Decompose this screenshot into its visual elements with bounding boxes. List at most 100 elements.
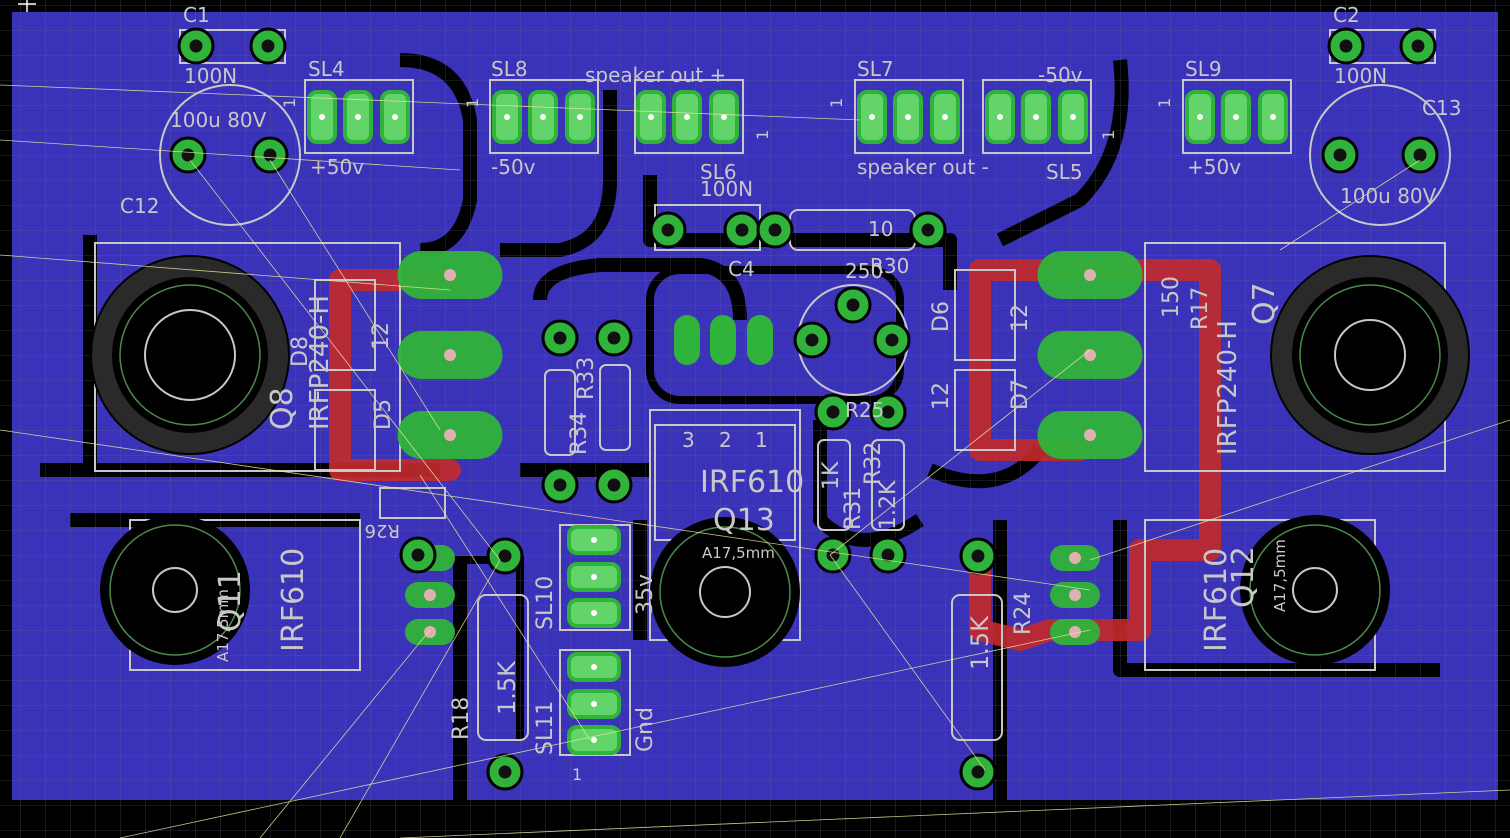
drill-hole	[591, 701, 597, 707]
drill-hole	[424, 589, 436, 601]
label-q12: Q12	[1226, 546, 1261, 608]
pad[interactable]	[747, 315, 773, 365]
drill-hole	[1084, 269, 1096, 281]
pad[interactable]	[710, 315, 736, 365]
label-c2-val: 100N	[1334, 64, 1387, 88]
label-c2: C2	[1333, 3, 1360, 27]
drill-hole	[1270, 114, 1276, 120]
drill-hole	[1084, 429, 1096, 441]
drill-hole	[942, 114, 948, 120]
drill-hole	[721, 114, 727, 120]
drill-hole	[735, 223, 749, 237]
drill-hole	[591, 537, 597, 543]
label-r34: R34	[567, 412, 592, 455]
label-q7-val: IRFP240-H	[1213, 320, 1243, 455]
label-r24: R24	[1011, 592, 1036, 635]
drill-hole	[869, 114, 875, 120]
drill-hole	[1413, 148, 1427, 162]
hole-q8	[90, 255, 290, 455]
label-r18-val: 1.5K	[493, 660, 521, 715]
drill-hole	[997, 114, 1003, 120]
pads[interactable]	[169, 27, 1439, 791]
label-d7: D7	[1008, 379, 1033, 410]
label-d6: D6	[929, 301, 954, 332]
drill-hole	[1069, 552, 1081, 564]
drill-hole	[392, 114, 398, 120]
label-r31: R31	[841, 487, 866, 530]
drill-hole	[444, 429, 456, 441]
drill-hole	[498, 549, 512, 563]
drill-hole	[971, 549, 985, 563]
drill-hole	[684, 114, 690, 120]
drill-hole	[1197, 114, 1203, 120]
svg-text:1: 1	[463, 98, 482, 108]
label-sl5-val: -50v	[1038, 63, 1083, 87]
drill-hole	[261, 39, 275, 53]
drill-hole	[1069, 626, 1081, 638]
label-r26: R26	[365, 520, 400, 541]
label-c13-val: 100u 80V	[1340, 184, 1437, 208]
label-d-12-rb: 12	[929, 382, 954, 410]
drill-hole	[826, 405, 840, 419]
label-q13-val: IRF610	[700, 465, 804, 500]
pad[interactable]	[674, 315, 700, 365]
label-d-12-rt: 12	[1008, 304, 1033, 332]
drill-hole	[504, 114, 510, 120]
label-c12: C12	[120, 194, 159, 218]
drill-hole	[355, 114, 361, 120]
hole-q12	[1240, 515, 1390, 665]
drill-hole	[921, 223, 935, 237]
label-r30: R30	[870, 254, 909, 278]
label-q13-pin1: 1	[755, 428, 768, 452]
label-r30-val: 10	[868, 217, 893, 241]
svg-text:1: 1	[827, 98, 846, 108]
svg-text:1: 1	[753, 130, 772, 140]
label-sl10: SL10	[533, 576, 558, 630]
label-d8: D8	[288, 336, 313, 367]
drill-hole	[444, 349, 456, 361]
label-r33: R33	[574, 357, 599, 400]
label-r25: R25	[845, 398, 884, 422]
drill-hole	[1411, 39, 1425, 53]
svg-text:1: 1	[1155, 98, 1174, 108]
label-sl4: SL4	[308, 57, 345, 81]
mounting-holes	[90, 255, 1470, 667]
svg-text:1: 1	[572, 765, 582, 784]
origin-cross-icon	[18, 0, 36, 12]
airwires	[0, 84, 1510, 838]
drill-hole	[1233, 114, 1239, 120]
label-q13-hole: A17,5mm	[702, 544, 775, 562]
drill-hole	[607, 331, 621, 345]
label-sl5: SL5	[1046, 160, 1083, 184]
drill-hole	[577, 114, 583, 120]
label-sl9-val: +50v	[1187, 155, 1241, 179]
drill-hole	[648, 114, 654, 120]
label-d5: D5	[371, 399, 396, 430]
drill-hole	[661, 223, 675, 237]
drill-hole	[189, 39, 203, 53]
label-q12-val: IRF610	[1199, 548, 1234, 652]
drill-hole	[591, 664, 597, 670]
drill-hole	[553, 478, 567, 492]
labels: C1 100N C2 100N 100u 80V C12 100u 80V C1…	[120, 3, 1461, 562]
label-q11: Q11	[213, 570, 248, 632]
drill-hole	[881, 405, 895, 419]
label-r18: R18	[449, 697, 474, 740]
label-c12-val: 100u 80V	[170, 108, 267, 132]
drill-hole	[591, 574, 597, 580]
label-sl6-val: speaker out +	[585, 63, 726, 87]
drill-hole	[498, 765, 512, 779]
hole-q13	[650, 517, 800, 667]
drill-hole	[319, 114, 325, 120]
drill-hole	[444, 269, 456, 281]
drill-hole	[885, 333, 899, 347]
drill-hole	[768, 223, 782, 237]
label-r31-val: 1K	[819, 461, 844, 490]
label-q13-pin3: 3	[682, 428, 695, 452]
label-d-12-left: 12	[369, 322, 394, 350]
label-q13-pin2: 2	[719, 428, 732, 452]
label-sl8: SL8	[491, 57, 528, 81]
drill-hole	[1069, 589, 1081, 601]
label-q13: Q13	[713, 503, 775, 538]
